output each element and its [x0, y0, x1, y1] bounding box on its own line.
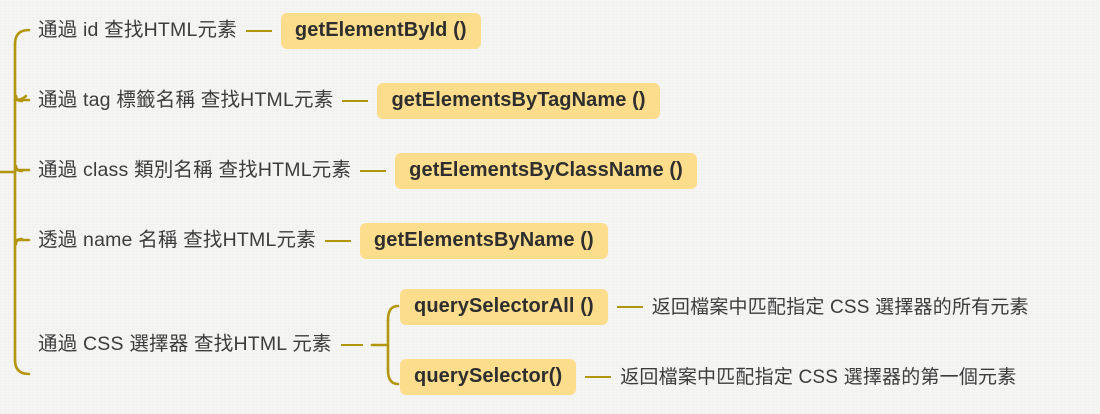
method-description: 返回檔案中匹配指定 CSS 選擇器的所有元素: [651, 296, 1029, 318]
branch-label: 通過 id 查找HTML元素: [38, 19, 237, 42]
branch-row-class: 通過 class 類別名稱 查找HTML元素 getElementsByClas…: [38, 152, 697, 190]
method-chip-getelementsbytagname[interactable]: getElementsByTagName (): [377, 82, 660, 120]
branch-row-tag: 通過 tag 標籤名稱 查找HTML元素 getElementsByTagNam…: [38, 82, 660, 120]
method-chip-getelementbyid[interactable]: getElementById (): [280, 12, 481, 50]
connector-line: [342, 100, 369, 102]
method-chip-queryselectorall[interactable]: querySelectorAll (): [400, 288, 608, 326]
connector-line: [360, 170, 387, 172]
branch-row-css: 通過 CSS 選擇器 查找HTML 元素: [38, 326, 372, 364]
connector-line: [245, 30, 272, 32]
branch-row-id: 通過 id 查找HTML元素 getElementById (): [38, 12, 481, 50]
connector-line: [340, 344, 363, 346]
method-description: 返回檔案中匹配指定 CSS 選擇器的第一個元素: [620, 366, 1017, 388]
css-subrow-queryselector: querySelector() 返回檔案中匹配指定 CSS 選擇器的第一個元素: [400, 358, 1016, 396]
method-chip-getelementsbyclassname[interactable]: getElementsByClassName (): [395, 152, 697, 190]
method-chip-getelementsbyname[interactable]: getElementsByName (): [359, 222, 608, 260]
connector-line: [324, 240, 351, 242]
connector-line: [616, 306, 643, 308]
branch-label: 通過 CSS 選擇器 查找HTML 元素: [38, 333, 332, 356]
css-subrow-queryselectorall: querySelectorAll () 返回檔案中匹配指定 CSS 選擇器的所有…: [400, 288, 1029, 326]
method-chip-queryselector[interactable]: querySelector(): [400, 358, 577, 396]
connector-line: [585, 376, 612, 378]
branch-row-name: 透過 name 名稱 查找HTML元素 getElementsByName (): [38, 222, 608, 260]
branch-label: 通過 tag 標籤名稱 查找HTML元素: [38, 89, 334, 112]
branch-label: 透過 name 名稱 查找HTML元素: [38, 229, 316, 252]
branch-label: 通過 class 類別名稱 查找HTML元素: [38, 159, 352, 182]
